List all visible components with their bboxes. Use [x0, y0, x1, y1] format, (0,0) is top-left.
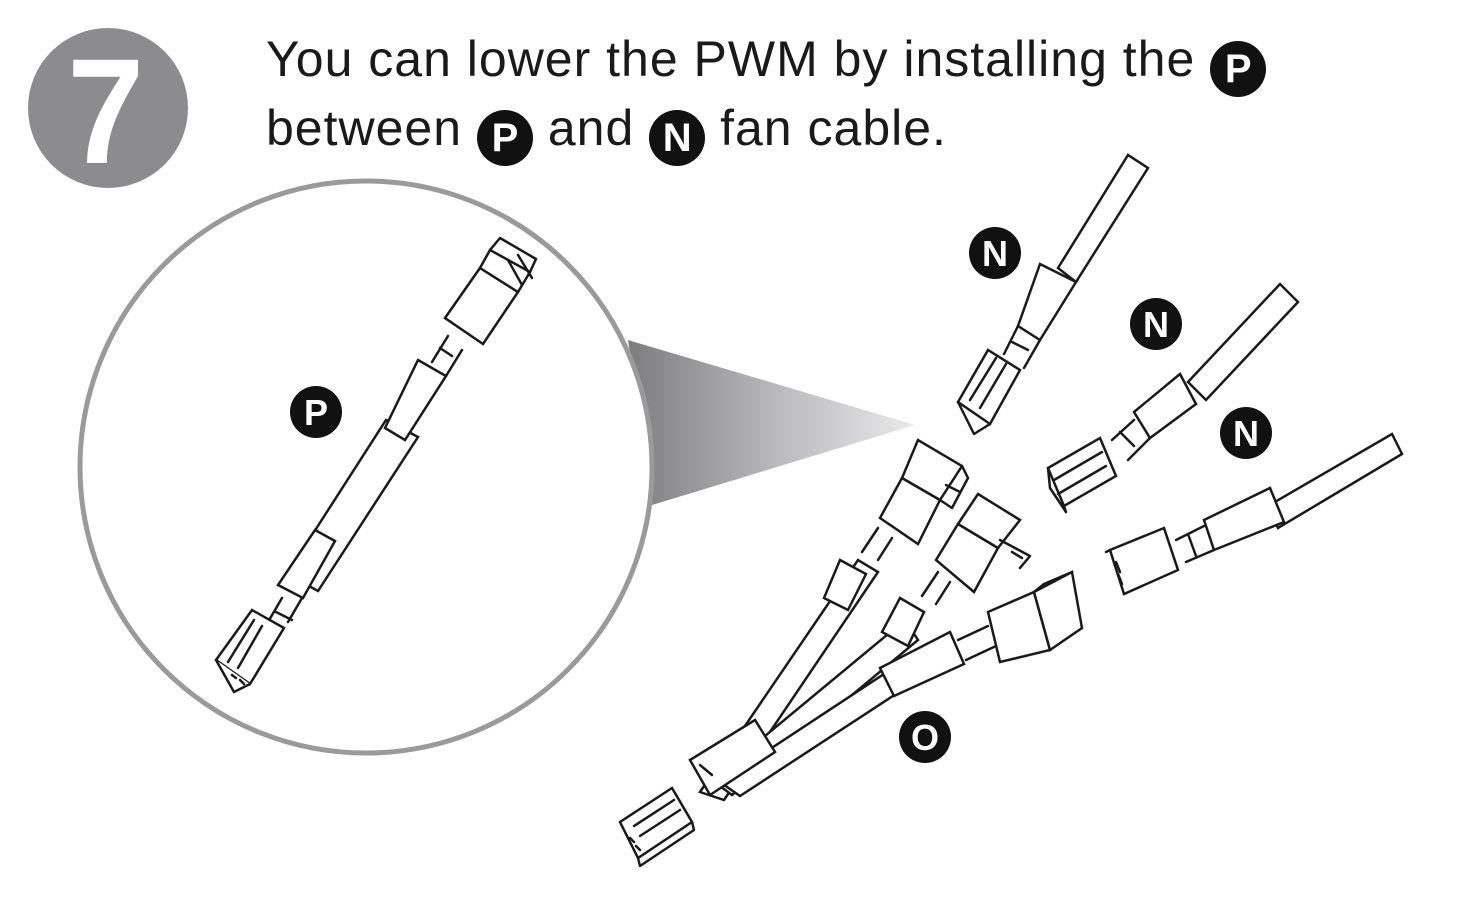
fan-cable-3: N [1104, 407, 1404, 596]
instruction-line-2: between P and N fan cable. [266, 97, 1266, 166]
p-cable-badge: P [476, 110, 533, 166]
splitter-label: O [911, 717, 939, 758]
fan-cable-1-label: N [982, 233, 1008, 274]
fan-cable-3-label-badge [1220, 407, 1272, 459]
fan-cable-1-label-badge [969, 227, 1021, 279]
p-adapter-badge: P [1210, 41, 1267, 97]
fan-cable-2-label-badge [1130, 298, 1182, 350]
instruction-word-and: and [547, 100, 635, 156]
magnifier-pointer [628, 340, 915, 505]
splitter-label-badge [899, 711, 951, 763]
n-cable-badge: N [649, 110, 706, 166]
fan-cable-1: N [956, 153, 1150, 436]
fan-cable-2-label: N [1143, 304, 1169, 345]
instruction-word-fan-cable: fan cable. [720, 100, 947, 156]
instruction-word-between: between [266, 100, 463, 156]
adapter-label-badge [290, 386, 342, 438]
instruction-text: You can lower the PWM by installing the … [266, 28, 1267, 166]
instruction-line-1: You can lower the PWM by installing the … [266, 28, 1267, 97]
step-number: 7 [67, 27, 145, 195]
fan-cable-2: N [1046, 282, 1300, 514]
adapter-label: P [304, 392, 328, 433]
step-number-badge: 7 [28, 28, 188, 188]
fan-cable-3-label: N [1233, 413, 1259, 454]
instruction-line-1-text: You can lower the PWM by installing the [266, 31, 1196, 87]
p-adapter-cable: P [214, 236, 538, 694]
splitter-cable: O [618, 438, 1084, 868]
